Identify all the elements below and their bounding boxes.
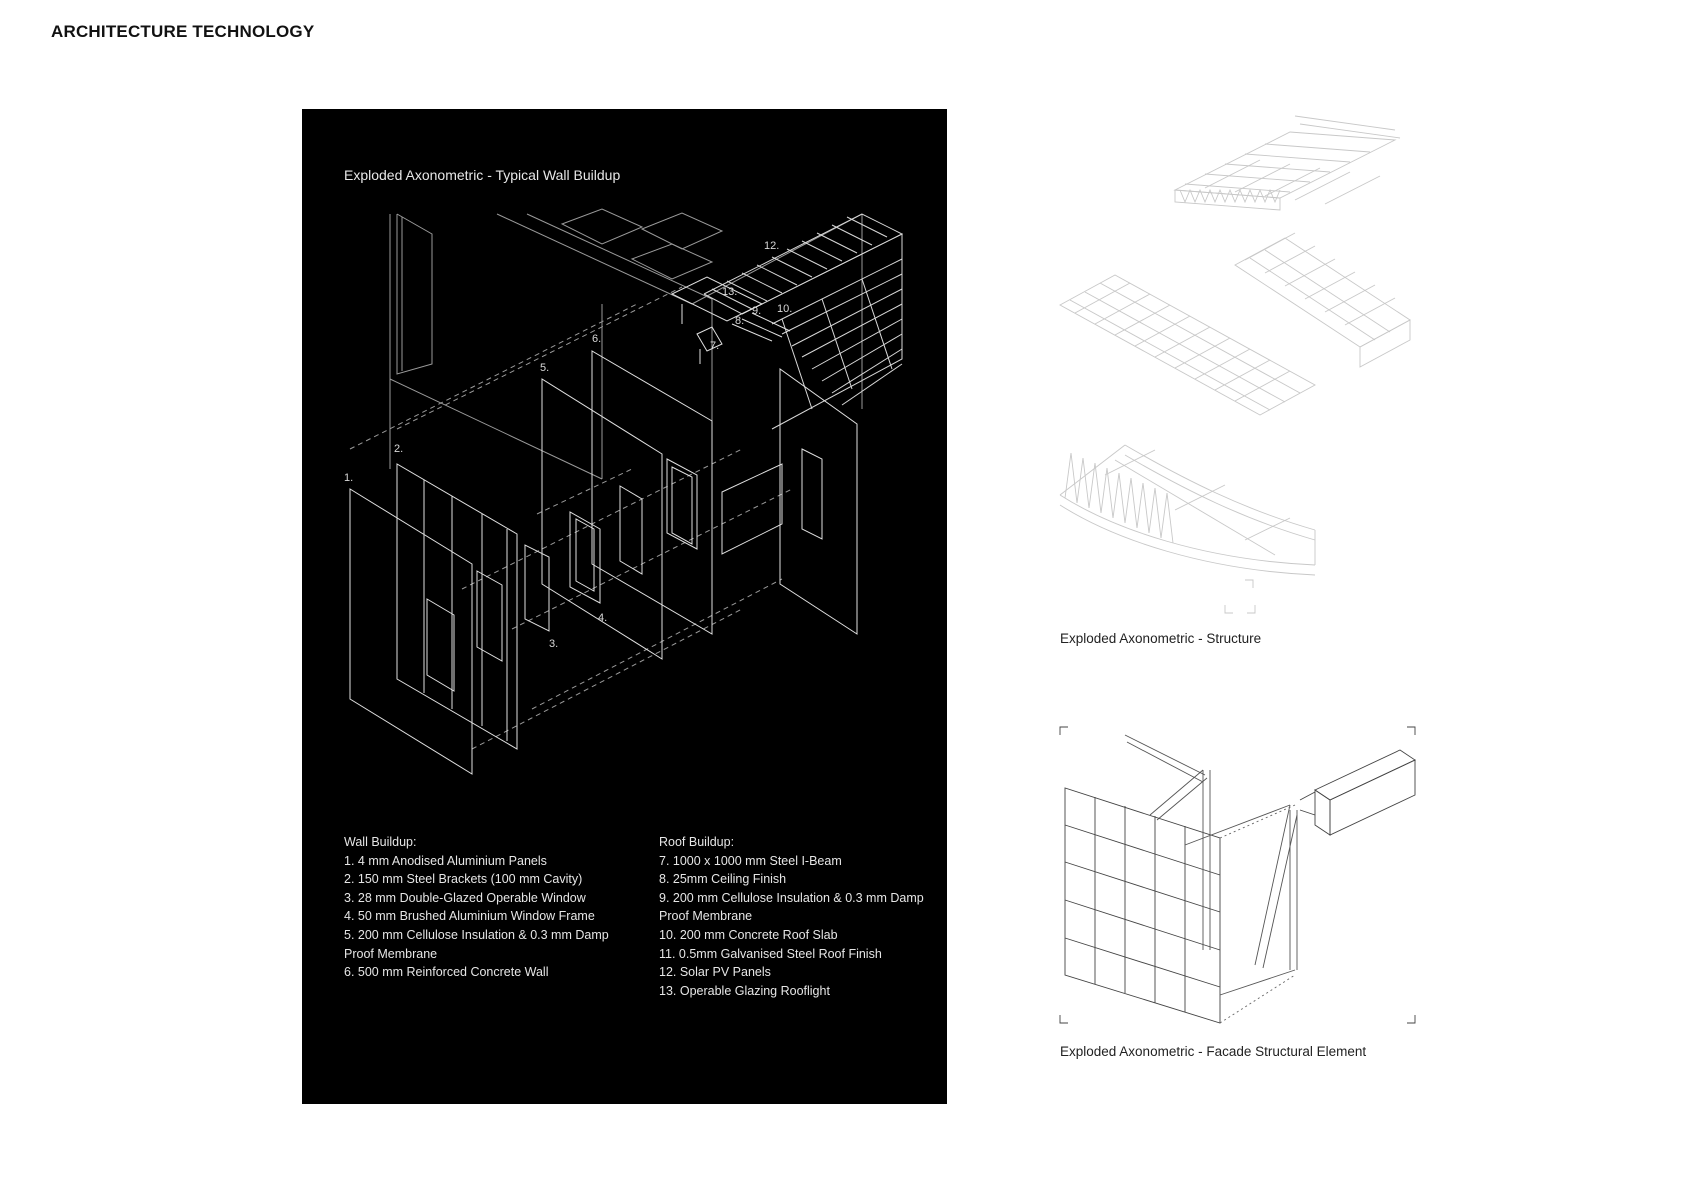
existing-wall: [779, 368, 858, 635]
legend-item: 6. 500 mm Reinforced Concrete Wall: [344, 965, 549, 980]
wall-buildup-panel: Exploded Axonometric - Typical Wall Buil…: [302, 109, 947, 1104]
legend-item: 10. 200 mm Concrete Roof Slab: [659, 927, 838, 942]
page-title: ARCHITECTURE TECHNOLOGY: [51, 22, 315, 41]
callout-labels: 1. 2. 3. 4. 5. 6. 7. 8. 9. 10. 12. 13.: [344, 240, 792, 650]
callout-13: 13.: [722, 286, 737, 298]
legend-item: 9. 200 mm Cellulose Insulation & 0.3 mm …: [659, 890, 924, 924]
legend-item: 4. 50 mm Brushed Aluminium Window Frame: [344, 909, 595, 924]
dotted-guides: [1219, 804, 1296, 1024]
callout-6: 6.: [592, 333, 601, 345]
window-3: [524, 544, 550, 632]
callout-10: 10.: [777, 303, 792, 315]
callout-9: 9.: [752, 305, 761, 317]
facade-caption: Exploded Axonometric - Facade Structural…: [1060, 1044, 1367, 1059]
legend-item: 1. 4 mm Anodised Aluminium Panels: [344, 853, 547, 868]
legend-item: 13. Operable Glazing Rooflight: [659, 983, 830, 998]
box-beam: [1299, 749, 1416, 836]
callout-4: 4.: [598, 612, 607, 624]
callout-1: 1.: [344, 472, 353, 484]
panel-5-insulation: [541, 378, 663, 660]
facade-element-drawing: [1059, 726, 1416, 1024]
callout-3: 3.: [549, 638, 558, 650]
exploded-wall-drawing: 1. 2. 3. 4. 5. 6. 7. 8. 9. 10. 12. 13.: [344, 208, 904, 775]
legend-item: 8. 25mm Ceiling Finish: [659, 872, 787, 887]
frame-4: [569, 511, 601, 604]
legend-item: 2. 150 mm Steel Brackets (100 mm Cavity): [344, 872, 583, 887]
background-building: [389, 208, 863, 529]
legend-item: 11. 0.5mm Galvanised Steel Roof Finish: [659, 946, 882, 961]
panel-1-aluminium: [349, 488, 473, 775]
exploded-structure-drawing: [1059, 115, 1411, 614]
panel-2-brackets: [396, 463, 518, 750]
guide-lines: [349, 286, 793, 750]
wall-panel-title: Exploded Axonometric - Typical Wall Buil…: [344, 167, 621, 183]
callout-2: 2.: [394, 443, 403, 455]
wall-buildup-legend: Wall Buildup: 1. 4 mm Anodised Aluminium…: [344, 833, 624, 982]
legend-item: 12. Solar PV Panels: [659, 965, 771, 980]
callout-5: 5.: [540, 362, 549, 374]
wall-buildup-heading: Wall Buildup:: [344, 835, 417, 849]
roof-buildup-heading: Roof Buildup:: [659, 835, 735, 849]
callout-7: 7.: [710, 340, 719, 352]
solar-pv-grid: [703, 213, 904, 430]
legend-item: 5. 200 mm Cellulose Insulation & 0.3 mm …: [344, 927, 609, 961]
beam-grid-right: [1234, 232, 1411, 368]
facade-panel: [1064, 787, 1221, 1024]
callout-12: 12.: [764, 240, 779, 252]
panel-6-concrete: [591, 350, 783, 635]
beam-grid-left: [1059, 274, 1316, 416]
roof-truss: [1173, 115, 1401, 211]
rooflight-and-beam: [670, 276, 791, 364]
curved-truss: [1059, 444, 1316, 614]
callout-8: 8.: [735, 315, 744, 327]
steel-struts: [1124, 734, 1298, 996]
roof-buildup-legend: Roof Buildup: 7. 1000 x 1000 mm Steel I-…: [659, 833, 929, 1000]
structure-caption: Exploded Axonometric - Structure: [1060, 631, 1262, 646]
legend-item: 7. 1000 x 1000 mm Steel I-Beam: [659, 853, 842, 868]
legend-item: 3. 28 mm Double-Glazed Operable Window: [344, 890, 586, 905]
